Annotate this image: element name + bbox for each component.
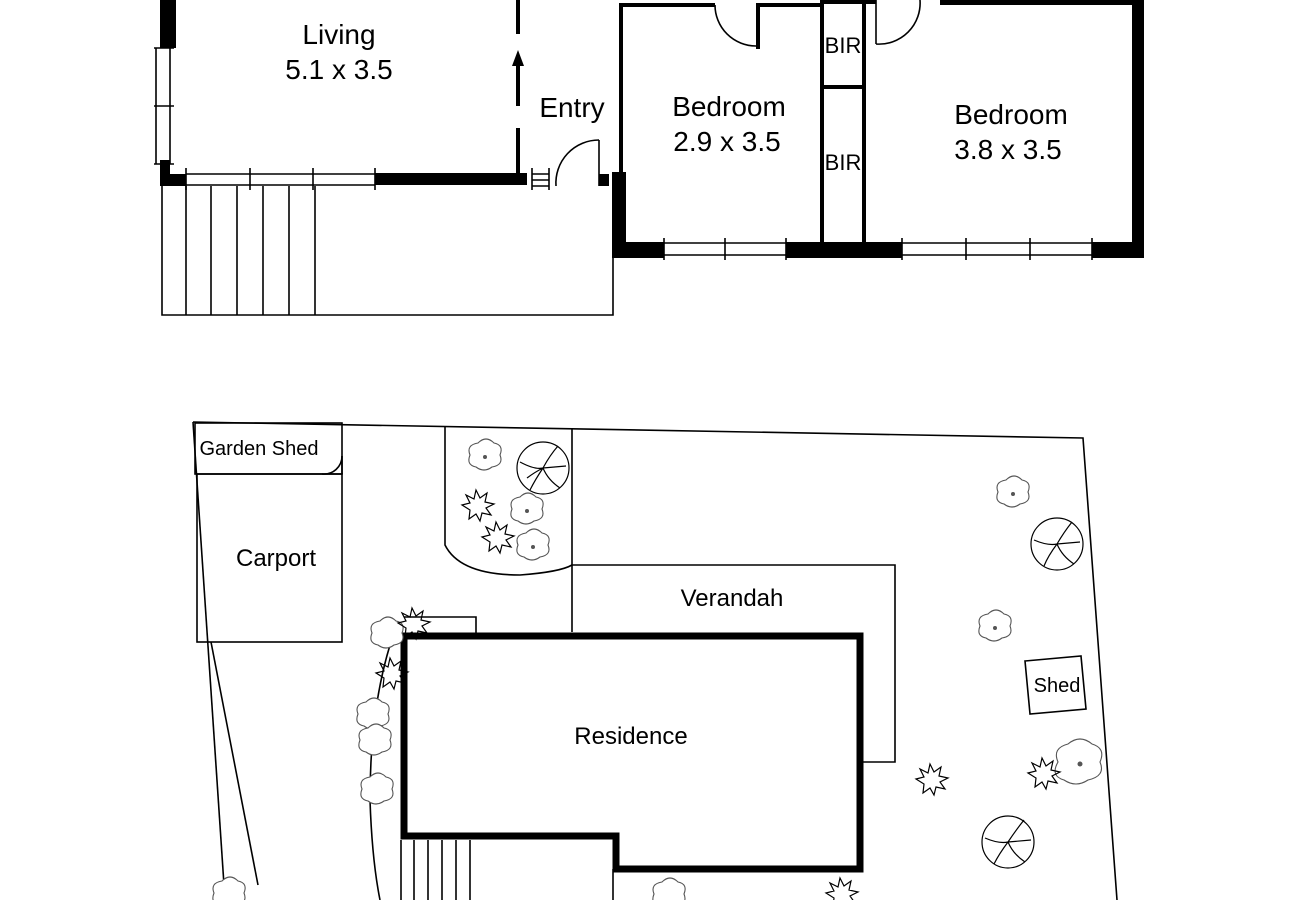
- bedroom-1-window: [663, 238, 787, 260]
- bedrooms-walls: [612, 0, 1144, 258]
- up-arrow-icon: [512, 50, 524, 68]
- shrub-icon: [212, 876, 246, 900]
- carport: [196, 473, 343, 643]
- living-room-walls: [160, 0, 527, 186]
- entry-door: [531, 139, 609, 190]
- entry-label: Entry: [539, 92, 604, 123]
- shrub-icon: [358, 723, 392, 756]
- spiky-plant-icon: [824, 876, 860, 900]
- bedroom-2-window: [901, 238, 1093, 260]
- residence: [400, 632, 864, 873]
- living-left-window: [154, 47, 174, 165]
- bedroom-2-name: Bedroom: [954, 99, 1068, 130]
- shrub-icon: [360, 772, 394, 805]
- living-room-size: 5.1 x 3.5: [285, 54, 392, 85]
- carport-label: Carport: [236, 545, 316, 572]
- property-boundary: [192, 421, 1118, 900]
- spiky-plant-icon: [480, 520, 516, 555]
- bedroom-1-size: 2.9 x 3.5: [673, 126, 780, 157]
- shrub-icon: [370, 616, 404, 649]
- living-bottom-window: [185, 168, 376, 190]
- shrub-icon: [996, 475, 1030, 508]
- spiky-plant-icon: [1026, 756, 1062, 791]
- bir-upper-label: BIR: [825, 33, 862, 58]
- bedroom-1-door: [714, 4, 757, 47]
- spiky-plant-icon: [396, 606, 432, 641]
- shrub-icon: [468, 438, 502, 471]
- shrub-icon: [652, 877, 686, 900]
- deck: [161, 186, 614, 316]
- garden-shed-label: Garden Shed: [200, 438, 319, 460]
- shrub-icon: [978, 609, 1012, 642]
- shrub-icon: [356, 697, 390, 730]
- tree-icon: [981, 815, 1035, 869]
- shed-label: Shed: [1034, 675, 1081, 697]
- spiky-plant-icon: [914, 762, 950, 797]
- floor-plan: Living 5.1 x 3.5 Entry Bedroom 2.9 x 3.5…: [154, 0, 1144, 316]
- bedroom-2-size: 3.8 x 3.5: [954, 134, 1061, 165]
- shrub-icon: [516, 528, 550, 561]
- shrub-icon: [510, 492, 544, 525]
- front-stairs: [400, 840, 471, 900]
- site-plan: Garden Shed Carport Verandah Residence: [192, 421, 1118, 900]
- verandah-label: Verandah: [681, 585, 784, 612]
- shed: [1024, 655, 1087, 715]
- tree-icon: [1030, 517, 1084, 571]
- verandah: [571, 564, 896, 763]
- tree-icon: [516, 441, 570, 495]
- living-room-name: Living: [302, 19, 375, 50]
- shrub-icon: [1054, 738, 1103, 785]
- bedroom-2-door: [875, 0, 921, 45]
- garden-bed: [444, 426, 573, 576]
- spiky-plant-icon: [374, 656, 410, 691]
- spiky-plant-icon: [460, 488, 496, 523]
- residence-label: Residence: [574, 723, 687, 750]
- bedroom-1-name: Bedroom: [672, 91, 786, 122]
- bir-lower-label: BIR: [825, 150, 862, 175]
